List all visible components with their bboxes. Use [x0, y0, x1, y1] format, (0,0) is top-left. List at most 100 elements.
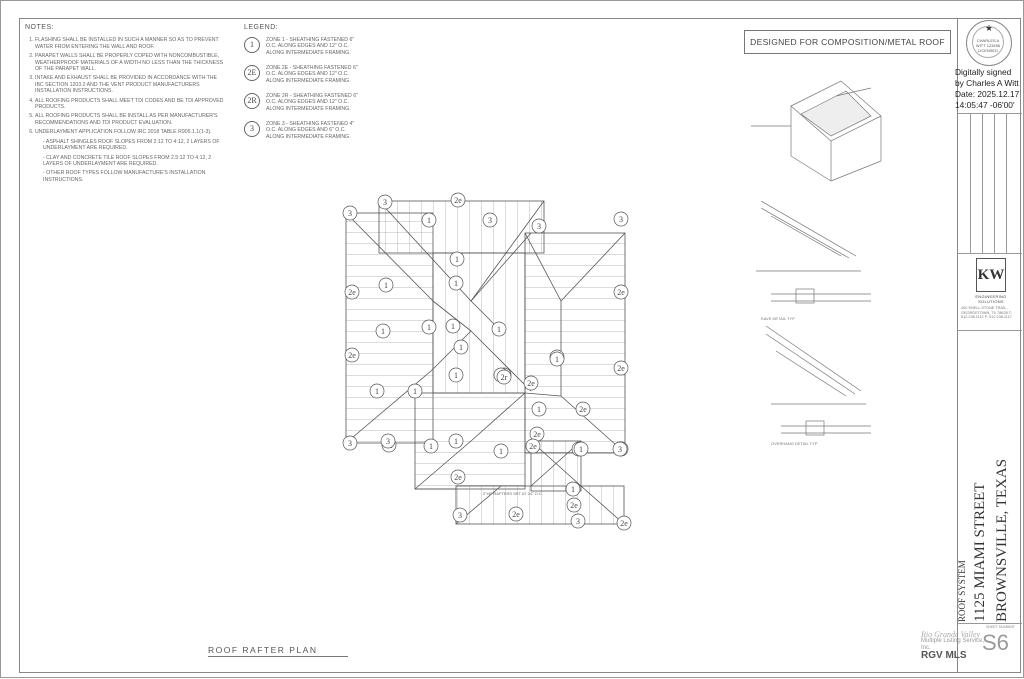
zone-marker [496, 369, 512, 385]
notes-block: NOTES: FLASHING SHALL BE INSTALLED IN SU… [25, 24, 225, 186]
divider [958, 113, 1022, 114]
legend-item: 2r ZONE 2r - SHEATHING FASTENED 6" O.C. … [244, 93, 364, 119]
zone-marker [423, 438, 439, 454]
signature-line: by Charles A Witt [955, 78, 1019, 88]
zone-marker [573, 441, 589, 457]
sheet-number-label: SHEET NUMBER [986, 625, 1015, 629]
legend-item: 1 ZONE 1 - SHEATHING FASTENED 6" O.C. AL… [244, 37, 364, 63]
zone-marker [449, 251, 465, 267]
zone-marker [613, 360, 629, 376]
zone-marker-label: 3 [458, 511, 462, 520]
zone-marker-label: 1 [413, 387, 417, 396]
detail-label: OVERHANG DETAIL TYP [771, 441, 818, 446]
zone-marker [344, 347, 360, 363]
zone-marker-label: 2e [533, 430, 541, 439]
zone-marker [531, 218, 547, 234]
legend-item: 3 ZONE 3 - SHEATHING FASTENED 4" O.C. AL… [244, 121, 364, 147]
note-item: FLASHING SHALL BE INSTALLED IN SUCH A MA… [35, 37, 225, 50]
zone-marker [450, 469, 466, 485]
zone-symbol: 2e [244, 65, 260, 82]
zone-marker [566, 497, 582, 513]
detail-label: EAVE DETAIL TYP [761, 316, 795, 321]
firm-name: ENGINEERING SOLUTIONS [975, 294, 1007, 304]
legend-text: ZONE 1 - SHEATHING FASTENED 6" O.C. ALON… [266, 37, 355, 56]
note-sub-text: CLAY AND CONCRETE TILE ROOF SLOPES FROM … [43, 154, 212, 167]
zone-marker [523, 375, 539, 391]
sheet-border [19, 18, 1021, 673]
rafter-note: 2"x6" RAFTERS SET AT 24" O.C. [483, 491, 543, 496]
zone-marker-label: 2e [529, 442, 537, 451]
seal-text: CHARLES A WITT 123456 LICENSED [972, 26, 1004, 58]
zone-marker-label: 3 [383, 198, 387, 207]
zone-marker-label: 1 [384, 281, 388, 290]
zone-marker-label: 2e [527, 379, 535, 388]
mls-line: Rio Grande Valley [921, 630, 981, 639]
zone-marker [565, 481, 581, 497]
zone-marker [448, 275, 464, 291]
zone-marker-label: 2e [512, 510, 520, 519]
note-item: ALL ROOFING PRODUCTS SHALL MEET TDI CODE… [35, 98, 225, 111]
roof-type-box: DESIGNED FOR COMPOSITION/METAL ROOF [744, 30, 951, 54]
zone-marker [493, 443, 509, 459]
sheet-title: ROOF SYSTEM [957, 560, 967, 622]
notes-list: FLASHING SHALL BE INSTALLED IN SUCH A MA… [25, 37, 225, 183]
zone-marker-label: 2e [454, 196, 462, 205]
zone-marker [378, 277, 394, 293]
zone-marker [445, 318, 461, 334]
zone-marker [613, 211, 629, 227]
zone-marker-label: 2e [617, 288, 625, 297]
engineer-seal: ★ CHARLES A WITT 123456 LICENSED [966, 20, 1012, 66]
mls-watermark: Rio Grande Valley Multiple Listing Servi… [921, 630, 985, 661]
zone-marker [612, 441, 628, 457]
firm-address: 400 SHELL STONE TRAIL GEORGETOWN, TX 786… [961, 306, 1012, 320]
sheet-number: S6 [982, 630, 1009, 655]
zone-marker [421, 212, 437, 228]
zone-marker-label: 1 [571, 485, 575, 494]
zone-marker [575, 401, 591, 417]
note-item: UNDERLAYMENT APPLICATION FOLLOW IRC 2018… [35, 129, 225, 183]
digital-signature: Digitally signed by Charles A Witt Date:… [955, 67, 1019, 111]
title-block: ★ CHARLES A WITT 123456 LICENSED Digital… [955, 18, 1022, 673]
zone-marker [342, 435, 358, 451]
zone-symbol: 3 [244, 121, 260, 138]
plan-title: ROOF RAFTER PLAN [208, 645, 348, 657]
zone-marker [344, 284, 360, 300]
legend-text: ZONE 2r - SHEATHING FASTENED 6" O.C. ALO… [266, 93, 358, 112]
zone-marker-label: 1 [429, 442, 433, 451]
zone-marker [407, 383, 423, 399]
zone-marker-label: 3 [576, 517, 580, 526]
zone-marker-label: 1 [497, 325, 501, 334]
zone-marker [450, 192, 466, 208]
zone-marker-label: 2e [570, 501, 578, 510]
roof-details-drawing: EAVE DETAIL TYP OVERHANG DETAIL TYP [751, 80, 882, 446]
note-sub-text: OTHER ROOF TYPES FOLLOW MANUFACTURE'S IN… [43, 170, 206, 183]
zone-marker [369, 383, 385, 399]
zone-marker [342, 205, 358, 221]
zone-marker [377, 194, 393, 210]
divider [958, 623, 1022, 624]
zone-marker-label: 1 [381, 327, 385, 336]
zone-marker-label: 2e [454, 473, 462, 482]
zone-marker-label: 1 [537, 405, 541, 414]
zone-marker-label: 2e [579, 405, 587, 414]
zone-marker [616, 515, 632, 531]
firm-logo: KW [976, 258, 1006, 292]
zone-marker-label: 1 [579, 445, 583, 454]
zone-marker-label: 1 [455, 255, 459, 264]
zone-marker-label: 3 [386, 437, 390, 446]
zone-marker-label: 1 [454, 371, 458, 380]
zone-marker [570, 513, 586, 529]
zone-marker-label: 2e [617, 364, 625, 373]
roof-outline [345, 200, 626, 525]
note-sub-text: ASPHALT SHINGLES ROOF SLOPES FROM 2:12 T… [43, 138, 220, 152]
zone-marker [549, 351, 565, 367]
zone-marker-label: 3 [619, 215, 623, 224]
note-item: ALL ROOFING PRODUCTS SHALL BE INSTALL AS… [35, 113, 225, 126]
zone-marker-label: 2e [620, 519, 628, 528]
divider [958, 330, 1022, 331]
zone-marker-label: 3 [348, 209, 352, 218]
zone-marker [448, 367, 464, 383]
zone-marker-label: 1 [499, 447, 503, 456]
